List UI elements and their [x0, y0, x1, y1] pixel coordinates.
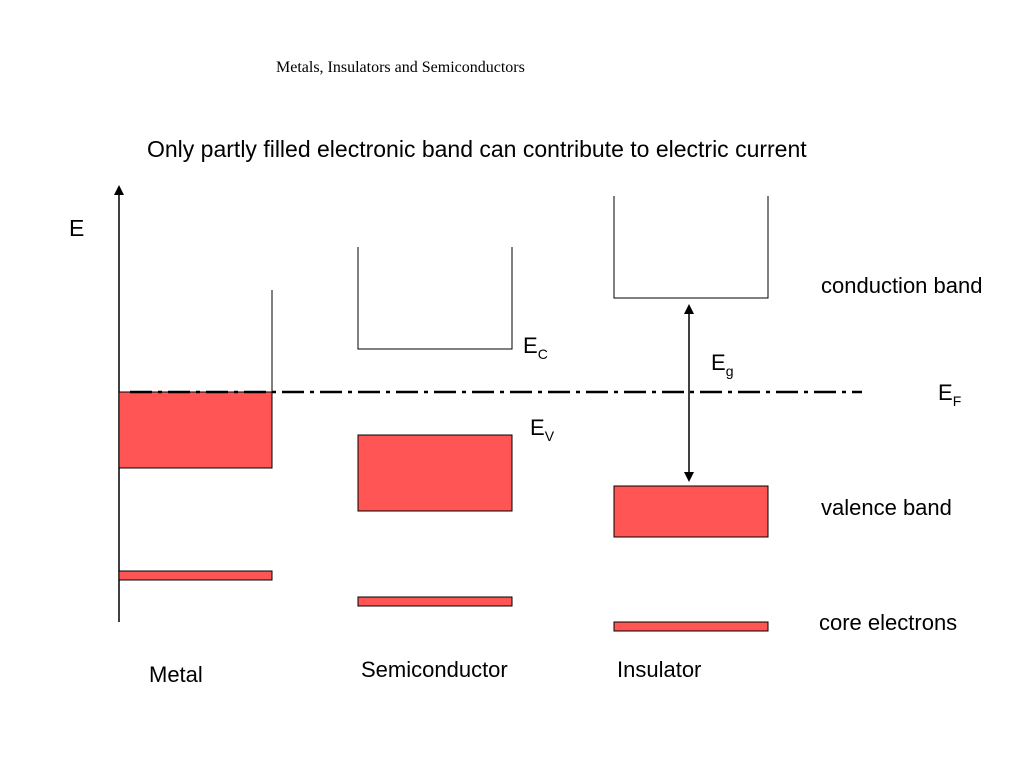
metal-partially-filled-band	[118, 391, 273, 469]
insulator-label: Insulator	[617, 657, 702, 682]
ef-label-main: E	[938, 380, 953, 405]
ec-label-sub: C	[537, 346, 548, 362]
ec-label-main: E	[523, 333, 538, 358]
ef-label: EF	[938, 380, 961, 409]
semiconductor-conduction-band	[357, 247, 513, 350]
eg-label-sub: g	[725, 363, 734, 379]
semiconductor-label: Semiconductor	[361, 657, 508, 682]
subtitle: Only partly filled electronic band can c…	[147, 136, 807, 162]
ec-label: EC	[523, 333, 548, 362]
semiconductor-valence-band	[357, 434, 513, 512]
ev-label-sub: V	[544, 428, 555, 444]
valence-band-label: valence band	[821, 495, 952, 520]
metal-label: Metal	[149, 662, 203, 687]
insulator-valence-band	[613, 485, 769, 538]
ev-label: EV	[530, 415, 554, 444]
page-title: Metals, Insulators and Semiconductors	[276, 59, 525, 76]
core-electrons-label: core electrons	[819, 610, 958, 635]
insulator-core-band	[613, 621, 769, 632]
insulator-conduction-band	[613, 196, 769, 299]
ev-label-main: E	[530, 415, 545, 440]
ef-label-sub: F	[952, 393, 962, 409]
conduction-band-label: conduction band	[821, 273, 983, 298]
metal-core-band	[118, 570, 273, 581]
semiconductor-core-band	[357, 596, 513, 607]
energy-axis-label: E	[69, 215, 85, 241]
eg-label-main: E	[711, 350, 726, 375]
eg-label: Eg	[711, 350, 733, 379]
